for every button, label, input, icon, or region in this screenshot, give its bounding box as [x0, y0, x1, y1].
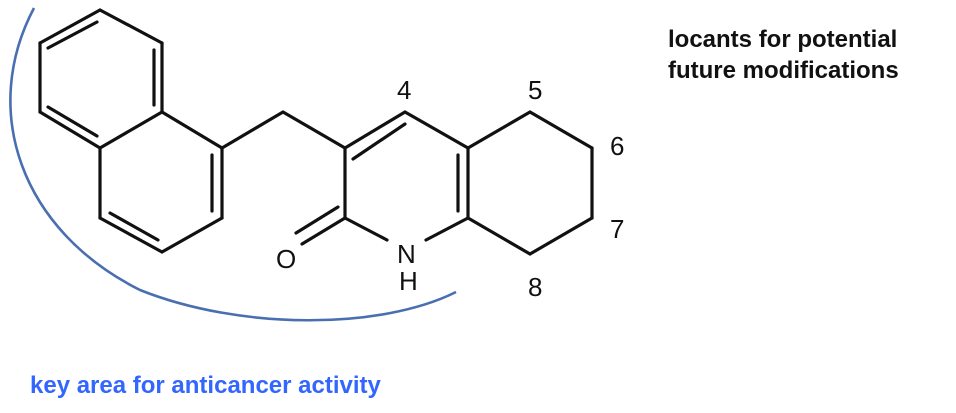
nitrogen-atom-label: N — [397, 239, 416, 269]
hydrogen-atom-label: H — [399, 266, 418, 296]
key-area-arc — [9, 7, 457, 322]
locant-4: 4 — [397, 75, 411, 105]
pyridinone-ring — [294, 110, 470, 246]
locant-5: 5 — [528, 75, 542, 105]
locant-7: 7 — [610, 214, 624, 244]
naphthalene-ring — [38, 8, 224, 254]
locant-note: locants for potential future modificatio… — [668, 24, 899, 86]
locant-8: 8 — [528, 272, 542, 302]
locant-note-line-1: locants for potential — [668, 26, 898, 53]
cyclohexene-ring — [466, 110, 594, 256]
methylene-linker — [220, 110, 347, 150]
locant-6: 6 — [610, 131, 624, 161]
locant-note-line-2: future modifications — [668, 57, 899, 84]
oxygen-atom-label: O — [276, 244, 296, 274]
key-area-caption: key area for anticancer activity — [30, 372, 381, 399]
